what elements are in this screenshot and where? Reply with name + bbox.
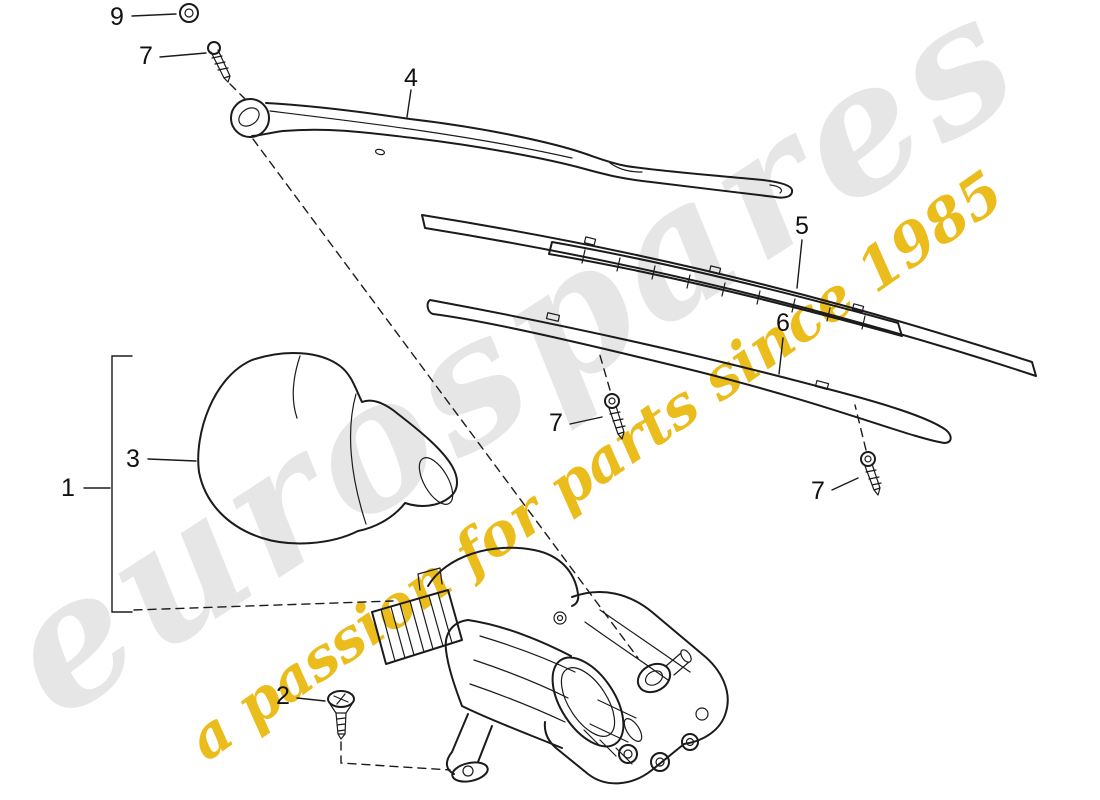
arm-pivot-head <box>230 98 270 138</box>
motor-end-ring <box>560 667 616 737</box>
part-1-assembly-bracket <box>83 355 394 613</box>
plate-edge-lines <box>584 609 691 681</box>
connector-pins <box>380 592 453 662</box>
part-2-motor-screw <box>296 690 451 771</box>
screw-head-slot-right <box>864 455 872 463</box>
cover-outline <box>197 352 458 545</box>
leader-line-2 <box>296 697 326 702</box>
screw-head-left <box>604 393 620 409</box>
part-5-wiper-blade <box>421 214 1037 377</box>
plate-bolts <box>618 707 709 772</box>
part-label-7-arm-screw: 7 <box>139 42 153 70</box>
leader-line-7-right <box>831 477 859 491</box>
dashed-axis-arm-to-motor <box>252 138 639 659</box>
blade-clip-2 <box>708 265 722 275</box>
output-shaft-tip <box>680 649 692 663</box>
part-7-arm-screw <box>159 41 247 101</box>
part-label-1-assembly: 1 <box>61 474 75 502</box>
cap-nut-outline <box>179 3 199 23</box>
screw-thread-right <box>864 463 882 496</box>
leader-line-9 <box>131 13 177 17</box>
leader-line-3 <box>147 458 197 462</box>
strip-outline <box>426 299 952 444</box>
bracket-lines <box>111 355 133 613</box>
cover-fold <box>292 355 301 419</box>
motor-screw-head <box>327 690 355 708</box>
connector-block <box>371 589 463 665</box>
motor-body-shading <box>469 635 576 723</box>
part-label-7-screw-right: 7 <box>811 477 825 505</box>
dashed-bracket-to-motor <box>133 600 394 611</box>
motor-end-cap <box>551 656 625 748</box>
leader-line-6 <box>778 337 784 375</box>
dashed-screw-to-foot <box>340 741 451 771</box>
motor-screw-shaft <box>329 703 353 740</box>
arm-outline <box>251 102 794 199</box>
part-labels: 9 7 4 5 6 7 7 3 1 2 <box>61 3 825 710</box>
mount-foot-pad <box>451 761 489 783</box>
connector-tab <box>417 567 443 591</box>
arm-hook-detail <box>769 184 783 194</box>
part-label-5-wiper-blade: 5 <box>795 212 809 240</box>
blade-clip-3 <box>851 303 865 313</box>
blade-frame-band <box>548 241 903 337</box>
blade-clip-1 <box>583 236 597 246</box>
motor-stub-cylinder <box>589 699 637 743</box>
dashed-screw-to-pivot <box>229 83 247 101</box>
watermark: eurospares a passion for parts since 198… <box>0 0 1056 774</box>
output-shaft-hole <box>644 670 664 686</box>
plate-hatching <box>583 729 633 765</box>
part-9-cap-nut <box>131 3 199 23</box>
leader-line-7-left <box>569 416 603 425</box>
screw-head-slot-left <box>608 397 616 405</box>
screw-thread <box>210 49 231 83</box>
cover-seam <box>349 393 367 525</box>
motor-stub-end <box>623 718 643 742</box>
part-label-3-cover: 3 <box>126 445 140 473</box>
arm-pivot-hole <box>238 107 260 127</box>
screw-thread-left <box>608 405 626 440</box>
arm-crease <box>269 110 573 159</box>
leader-line-5 <box>796 239 803 289</box>
gear-housing-hood <box>427 546 580 607</box>
mount-foot-hole <box>462 765 474 777</box>
motor-body <box>444 619 572 749</box>
strip-tab-1 <box>545 312 561 322</box>
arm-hole-detail <box>374 148 386 156</box>
part-label-9: 9 <box>110 3 124 31</box>
strip-tab-2 <box>814 379 830 391</box>
part-label-2-motor-screw: 2 <box>276 682 290 710</box>
plate-boss-hole <box>556 614 564 622</box>
screw-head-right <box>860 451 876 467</box>
watermark-brand-text: eurospares <box>0 0 1056 757</box>
output-shaft-boss <box>636 662 672 694</box>
part-7-strip-screw-right <box>831 404 882 496</box>
part-4-wiper-arm <box>230 89 794 659</box>
wiper-motor-assembly <box>371 546 729 785</box>
part-7-strip-screw-left <box>569 351 626 440</box>
plate-boss-small <box>553 611 567 625</box>
mounting-plate <box>543 590 729 785</box>
dashed-screw-right <box>854 404 867 451</box>
part-3-cover-cap <box>147 352 458 545</box>
part-label-6-blade-strip: 6 <box>776 309 790 337</box>
cap-nut-hole <box>184 8 194 18</box>
dashed-screw-left <box>598 351 611 391</box>
blade-outline <box>421 214 1037 377</box>
leader-line-4 <box>406 89 412 118</box>
blade-frame-segments <box>581 249 866 330</box>
leader-line-7-top <box>159 52 207 58</box>
part-6-blade-strip <box>426 299 952 444</box>
screw-head <box>207 41 221 55</box>
motor-screw-slot <box>333 693 349 705</box>
arm-bend-detail <box>609 162 643 173</box>
output-shaft-stub <box>665 652 690 676</box>
part-label-7-screw-left: 7 <box>549 409 563 437</box>
part-label-4-wiper-arm: 4 <box>404 64 418 92</box>
